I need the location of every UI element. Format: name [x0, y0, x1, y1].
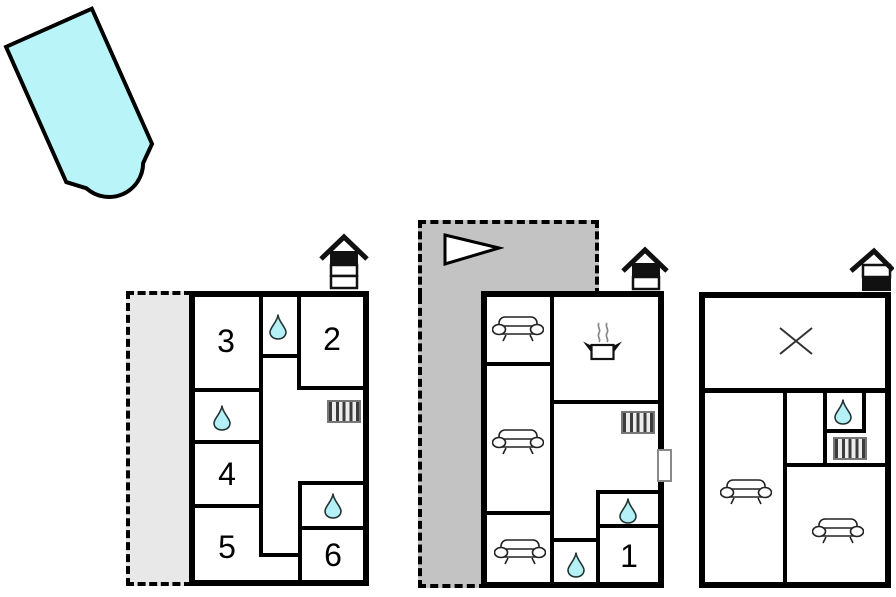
interior-wall — [596, 524, 658, 528]
water-drop-icon — [268, 313, 288, 340]
interior-wall — [550, 538, 600, 542]
radiator-icon — [327, 400, 361, 423]
sofa-icon — [492, 314, 544, 342]
cross-icon — [778, 326, 814, 356]
interior-wall — [297, 386, 363, 390]
sofa-icon — [492, 427, 544, 455]
room-label-2: 2 — [323, 321, 341, 357]
interior-wall — [550, 297, 554, 582]
interior-wall — [259, 354, 301, 358]
terrace-left — [126, 291, 192, 586]
interior-wall — [862, 388, 866, 433]
room-label-5: 5 — [218, 529, 236, 565]
water-drop-icon — [323, 492, 343, 519]
building-middle: 1 — [481, 291, 664, 588]
flag-icon — [442, 232, 504, 267]
interior-wall — [550, 400, 658, 404]
interior-wall — [259, 297, 263, 557]
room-label-1: 1 — [620, 538, 638, 574]
interior-wall — [487, 362, 554, 366]
swimming-pool — [3, 5, 176, 234]
interior-wall — [297, 297, 301, 390]
water-drop-icon — [618, 497, 638, 524]
terrace-middle-strip — [418, 296, 487, 588]
water-drop-icon — [566, 551, 586, 578]
interior-wall — [705, 388, 885, 393]
sofa-icon — [720, 477, 772, 505]
interior-wall — [298, 481, 363, 485]
interior-wall — [487, 511, 554, 515]
room-label-6: 6 — [324, 537, 342, 573]
swimming-pool-icon — [3, 5, 155, 199]
interior-wall — [783, 388, 787, 582]
radiator-icon — [833, 437, 867, 460]
water-drop-icon — [212, 404, 232, 431]
interior-wall — [783, 463, 885, 467]
sofa-icon — [494, 537, 546, 565]
chimney-icon-middle — [621, 245, 671, 293]
interior-wall — [195, 440, 263, 444]
chimney-icon-left — [318, 233, 370, 291]
room-label-3: 3 — [217, 323, 235, 359]
interior-wall — [298, 481, 302, 580]
interior-wall — [596, 490, 658, 494]
chimney-icon-right — [846, 245, 894, 293]
interior-wall — [195, 388, 263, 392]
building-left: 3 2 4 5 6 — [189, 291, 369, 586]
interior-wall — [823, 388, 827, 467]
water-drop-icon — [833, 398, 853, 425]
kitchen-pot-icon — [580, 318, 625, 363]
interior-wall — [298, 526, 363, 530]
interior-wall — [823, 429, 866, 433]
door-icon — [657, 449, 672, 482]
interior-wall — [596, 490, 600, 582]
radiator-icon — [621, 411, 655, 434]
room-label-4: 4 — [218, 456, 236, 492]
interior-wall — [195, 504, 263, 508]
sofa-icon — [812, 516, 864, 544]
building-right — [699, 292, 891, 588]
interior-wall — [259, 553, 302, 557]
